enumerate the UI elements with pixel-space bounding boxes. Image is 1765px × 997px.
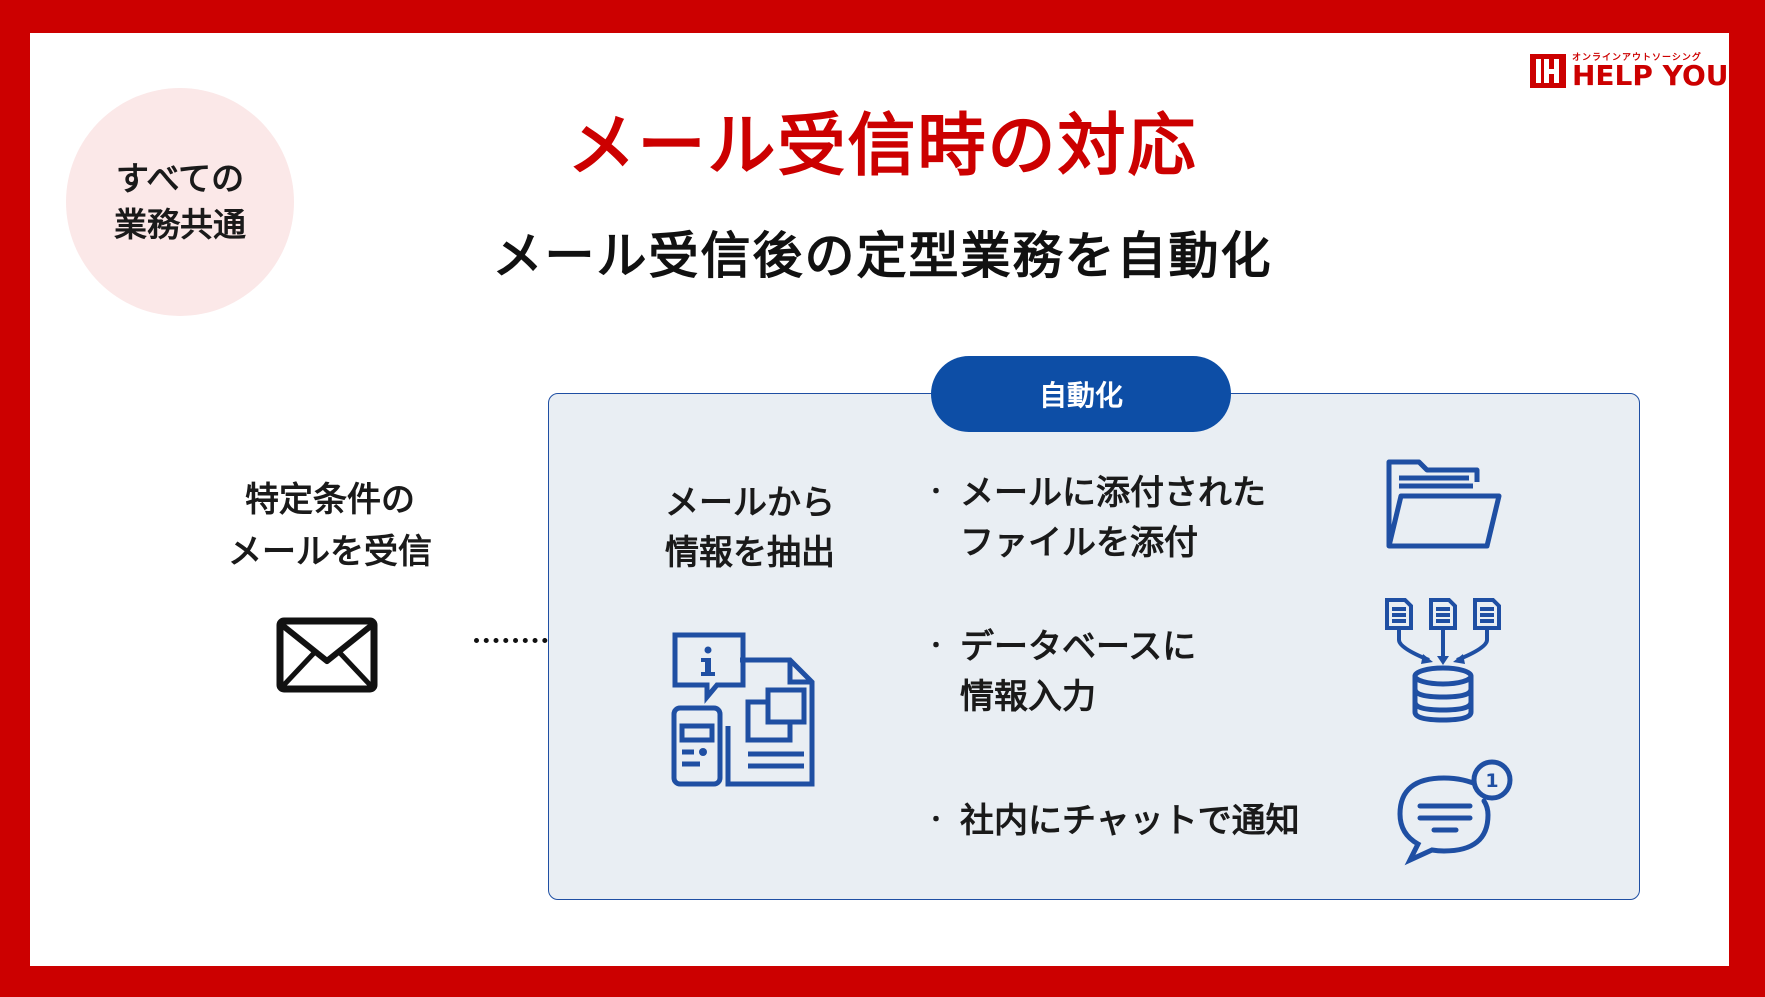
scope-badge-line1: すべての (115, 159, 245, 198)
envelope-icon (276, 617, 378, 693)
task-attach-file-line2: ファイルを添付 (960, 523, 1198, 563)
automation-label: 自動化 (931, 356, 1231, 432)
trigger-label-line2: メールを受信 (228, 532, 432, 572)
chat-notification-icon: 1 (1397, 759, 1513, 866)
folder-icon (1386, 459, 1502, 549)
brand-mark-icon (1530, 54, 1566, 88)
task-database-input-line1: データベースに (960, 627, 1197, 667)
task-database-input-line2: 情報入力 (960, 677, 1096, 717)
document-info-icon (671, 632, 815, 787)
task-attach-file: ・ メールに添付された ファイルを添付 (925, 468, 1266, 568)
flow-connector (474, 638, 606, 643)
task-chat-notify: ・ 社内にチャットで通知 (925, 796, 1300, 846)
trigger-label: 特定条件の メールを受信 (200, 474, 460, 578)
extract-label: メールから 情報を抽出 (640, 478, 860, 578)
scope-badge: すべての 業務共通 (66, 88, 294, 316)
task-database-input: ・ データベースに 情報入力 (925, 622, 1196, 722)
page-title: メール受信時の対応 (567, 107, 1198, 186)
trigger-label-line1: 特定条件の (245, 480, 415, 520)
notification-count: 1 (1485, 770, 1498, 792)
task-bullet: ・ (925, 480, 948, 505)
task-bullet: ・ (925, 634, 948, 659)
brand-name: HELP YOU (1572, 59, 1729, 92)
scope-badge-line2: 業務共通 (114, 205, 246, 244)
database-icon (1385, 598, 1501, 723)
extract-label-line1: メールから (665, 483, 835, 523)
task-bullet: ・ (925, 808, 948, 833)
task-chat-notify-line1: 社内にチャットで通知 (960, 801, 1300, 841)
brand-kana: オンラインアウトソーシング (1572, 53, 1702, 63)
task-attach-file-line1: メールに添付された (960, 473, 1266, 513)
brand-logo: オンラインアウトソーシング HELP YOU (1530, 50, 1729, 92)
extract-label-line2: 情報を抽出 (665, 533, 835, 573)
page-subtitle: メール受信後の定型業務を自動化 (492, 227, 1273, 285)
